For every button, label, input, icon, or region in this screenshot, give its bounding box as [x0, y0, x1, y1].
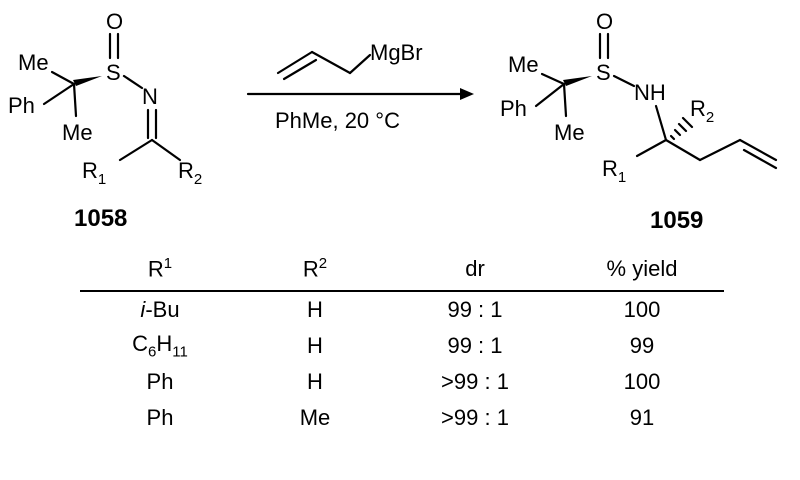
allyl-bond-p2	[698, 138, 742, 162]
cell-r2: H	[307, 333, 323, 358]
allyl-bond-1	[276, 50, 314, 75]
product-methyl-2: Me	[554, 120, 585, 145]
reactant-oxygen: O	[106, 9, 123, 34]
product-nh: NH	[634, 80, 666, 105]
product-phenyl: Ph	[500, 96, 527, 121]
ph-bond	[42, 82, 76, 106]
p-me1-bond	[540, 72, 566, 86]
product-sulfur: S	[596, 60, 611, 85]
cell-dr: >99 : 1	[441, 405, 509, 430]
product-r2: R2	[690, 96, 714, 126]
table-row: Ph Me >99 : 1 91	[80, 400, 724, 436]
reactant-methyl-1: Me	[18, 50, 49, 75]
cell-r1: Ph	[146, 369, 174, 394]
table-row: Ph H >99 : 1 100	[80, 364, 724, 400]
cell-dr: >99 : 1	[441, 369, 509, 394]
header-dr: dr	[390, 248, 560, 292]
reagent-group: MgBr PhMe, 20 °C	[246, 40, 474, 133]
reactant-phenyl: Ph	[8, 93, 35, 118]
reactant-r1: R1	[82, 158, 106, 188]
cell-yield: 99	[629, 333, 655, 358]
cell-dr: 99 : 1	[447, 297, 503, 322]
sn-bond	[122, 74, 144, 90]
n-c-bond	[654, 104, 668, 142]
reactant-structure: O S N Me Ph Me R1 R2 1058	[8, 9, 202, 232]
reactant-nitrogen: N	[142, 84, 158, 109]
c-r2-bond	[150, 138, 182, 162]
allyl-bond-p3	[738, 138, 778, 162]
p-sn-bond	[612, 74, 636, 88]
table-header-row: R1 R2 dr % yield	[80, 248, 724, 292]
cell-yield: 100	[623, 369, 661, 394]
wedge-bond	[73, 76, 102, 86]
c-r1-bond	[118, 138, 154, 162]
c-r1-bond-p	[635, 138, 668, 158]
product-r1: R1	[602, 156, 626, 186]
hash-bond	[669, 116, 694, 141]
header-yield: % yield	[560, 248, 724, 292]
product-id: 1059	[650, 207, 703, 234]
me1-bond	[50, 70, 76, 86]
arrow-head	[460, 88, 474, 100]
cell-r2: H	[307, 369, 323, 394]
allyl-bond-1b	[282, 58, 318, 81]
me2-bond	[72, 82, 78, 118]
cell-r1: i-Bu	[140, 297, 180, 322]
cell-yield: 100	[623, 297, 661, 322]
p-ph-bond	[534, 82, 566, 108]
table-row: i-Bu H 99 : 1 100	[80, 291, 724, 328]
allyl-bond-3	[348, 53, 372, 75]
allyl-bond-p1	[664, 138, 702, 162]
reactant-r2: R2	[178, 158, 202, 188]
reactant-sulfur: S	[106, 60, 121, 85]
cell-dr: 99 : 1	[447, 333, 503, 358]
results-table: R1 R2 dr % yield i-Bu H 99 : 1 100 C6H11…	[80, 248, 724, 436]
product-methyl-1: Me	[508, 52, 539, 77]
cell-r1: Ph	[146, 405, 174, 430]
p-wedge-bond	[563, 76, 592, 86]
reagent-mgbr: MgBr	[370, 40, 423, 65]
cell-r2: H	[307, 297, 323, 322]
table-row: C6H11 H 99 : 1 99	[80, 328, 724, 364]
cell-r1: C6H11	[132, 331, 188, 361]
allyl-bond-2	[310, 50, 352, 75]
reactant-methyl-2: Me	[62, 120, 93, 145]
reaction-conditions: PhMe, 20 °C	[275, 108, 400, 133]
header-r2: R2	[240, 248, 390, 292]
product-structure: O S NH Me Ph Me R2 R1 1059	[500, 9, 778, 234]
cell-r2: Me	[299, 405, 331, 430]
cell-yield: 91	[629, 405, 655, 430]
p-me2-bond	[562, 82, 568, 118]
allyl-bond-p3b	[742, 148, 778, 170]
product-oxygen: O	[596, 9, 613, 34]
reactant-id: 1058	[74, 205, 127, 232]
header-r1: R1	[80, 248, 240, 292]
